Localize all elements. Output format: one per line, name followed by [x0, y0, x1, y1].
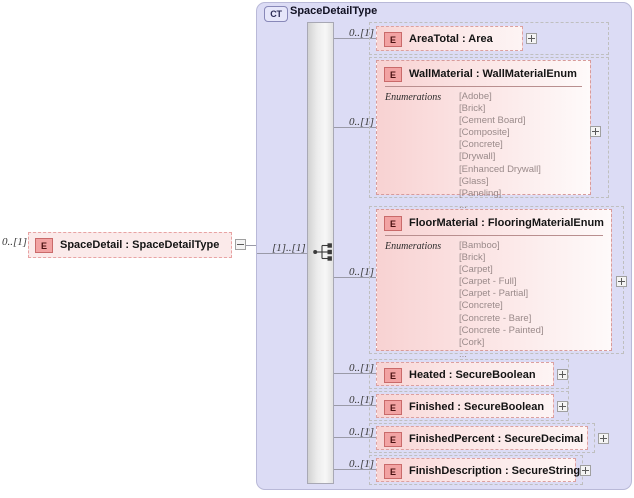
- element-finished[interactable]: E Finished : SecureBoolean: [376, 394, 554, 418]
- element-label: FinishedPercent : SecureDecimal: [409, 433, 584, 445]
- enumeration-value: [Carpet - Full]: [459, 276, 517, 288]
- connector-finishedpercent: [334, 437, 377, 438]
- group-wrap-finishedpercent: [369, 423, 595, 453]
- enumeration-value: [Carpet - Partial]: [459, 288, 529, 300]
- element-label: AreaTotal : Area: [409, 33, 493, 45]
- enumeration-value: [Concrete - Painted]: [459, 324, 544, 336]
- enumeration-value: [Brick]: [459, 252, 486, 264]
- group-wrap-areatotal: [369, 22, 609, 55]
- compositor-cardinality: [1]..[1]: [272, 242, 306, 254]
- floormaterial-expand-toggle[interactable]: [616, 276, 627, 287]
- enumeration-value: [Drywall]: [459, 151, 496, 163]
- connector-finished: [334, 405, 377, 406]
- finishdescription-cardinality: 0..[1]: [349, 458, 375, 470]
- element-space-detail[interactable]: E SpaceDetail : SpaceDetailType: [28, 232, 232, 258]
- enumeration-value: [Glass]: [459, 175, 489, 187]
- element-label: FinishDescription : SecureString: [409, 465, 581, 477]
- enumeration-value: ...: [459, 348, 467, 360]
- heated-cardinality: 0..[1]: [349, 362, 375, 374]
- enumeration-value: [Cement Board]: [459, 115, 526, 127]
- complextype-title: SpaceDetailType: [290, 5, 378, 17]
- wallmaterial-cardinality: 0..[1]: [349, 116, 375, 128]
- enumeration-value: [Paneling]: [459, 187, 502, 199]
- element-badge-icon: E: [384, 400, 402, 415]
- element-badge-icon: E: [384, 67, 402, 82]
- element-finishdescription[interactable]: E FinishDescription : SecureString: [376, 458, 580, 482]
- element-finishedpercent[interactable]: E FinishedPercent : SecureDecimal: [376, 426, 588, 450]
- group-wrap-finished: [369, 391, 569, 421]
- enumeration-value: [Enhanced Drywall]: [459, 163, 541, 175]
- element-badge-icon: E: [35, 238, 53, 253]
- element-areatotal[interactable]: E AreaTotal : Area: [376, 26, 523, 51]
- areatotal-cardinality: 0..[1]: [349, 27, 375, 39]
- connector-areatotal: [334, 38, 377, 39]
- heated-expand-toggle[interactable]: [557, 369, 568, 380]
- sequence-compositor-icon[interactable]: [313, 243, 335, 261]
- connector-floormaterial: [334, 277, 377, 278]
- element-badge-icon: E: [384, 216, 402, 231]
- enumeration-value: ...: [459, 199, 467, 211]
- floormaterial-cardinality: 0..[1]: [349, 266, 375, 278]
- connector-wallmaterial: [334, 127, 377, 128]
- enumeration-value: [Composite]: [459, 127, 510, 139]
- element-label: WallMaterial : WallMaterialEnum: [409, 68, 577, 80]
- element-badge-icon: E: [384, 32, 402, 47]
- element-floormaterial[interactable]: E FloorMaterial : FlooringMaterialEnum E…: [376, 209, 612, 360]
- connector-heated: [334, 373, 377, 374]
- enumeration-value: [Concrete]: [459, 139, 503, 151]
- finishdescription-expand-toggle[interactable]: [580, 465, 591, 476]
- complextype-badge-icon: CT: [264, 6, 288, 22]
- enumeration-value: [Adobe]: [459, 91, 492, 102]
- element-label: SpaceDetail : SpaceDetailType: [60, 239, 220, 251]
- element-label: FloorMaterial : FlooringMaterialEnum: [409, 217, 604, 229]
- divider: [385, 86, 582, 87]
- enumerations-label: Enumerations: [385, 92, 442, 103]
- root-element-cardinality: 0..[1]: [2, 236, 28, 248]
- enumeration-value: [Concrete]: [459, 300, 503, 312]
- element-label: Finished : SecureBoolean: [409, 401, 545, 413]
- divider: [385, 235, 603, 236]
- areatotal-expand-toggle[interactable]: [526, 33, 537, 44]
- finishedpercent-expand-toggle[interactable]: [598, 433, 609, 444]
- enumeration-values: [Bamboo][Brick][Carpet][Carpet - Full][C…: [459, 240, 544, 361]
- group-wrap-heated: [369, 359, 569, 389]
- element-badge-icon: E: [384, 368, 402, 383]
- connector-into-compositor: [257, 253, 307, 254]
- enumeration-value: [Brick]: [459, 103, 486, 115]
- element-badge-icon: E: [384, 464, 402, 479]
- element-wallmaterial[interactable]: E WallMaterial : WallMaterialEnum Enumer…: [376, 60, 591, 211]
- enumeration-value: [Carpet]: [459, 264, 493, 276]
- enumeration-value: [Concrete - Bare]: [459, 312, 532, 324]
- element-badge-icon: E: [384, 432, 402, 447]
- element-heated[interactable]: E Heated : SecureBoolean: [376, 362, 554, 386]
- wallmaterial-expand-toggle[interactable]: [590, 126, 601, 137]
- enumeration-value: [Bamboo]: [459, 240, 500, 251]
- connector-finishdescription: [334, 469, 377, 470]
- finished-expand-toggle[interactable]: [557, 401, 568, 412]
- finished-cardinality: 0..[1]: [349, 394, 375, 406]
- enumeration-values: [Adobe][Brick][Cement Board][Composite][…: [459, 91, 541, 212]
- enumeration-value: [Cork]: [459, 336, 485, 348]
- enumerations-label: Enumerations: [385, 241, 442, 252]
- group-wrap-wallmaterial: [369, 57, 609, 198]
- connector-root-to-container: [246, 245, 257, 246]
- root-element-collapse-toggle[interactable]: [235, 239, 246, 250]
- finishedpercent-cardinality: 0..[1]: [349, 426, 375, 438]
- element-label: Heated : SecureBoolean: [409, 369, 536, 381]
